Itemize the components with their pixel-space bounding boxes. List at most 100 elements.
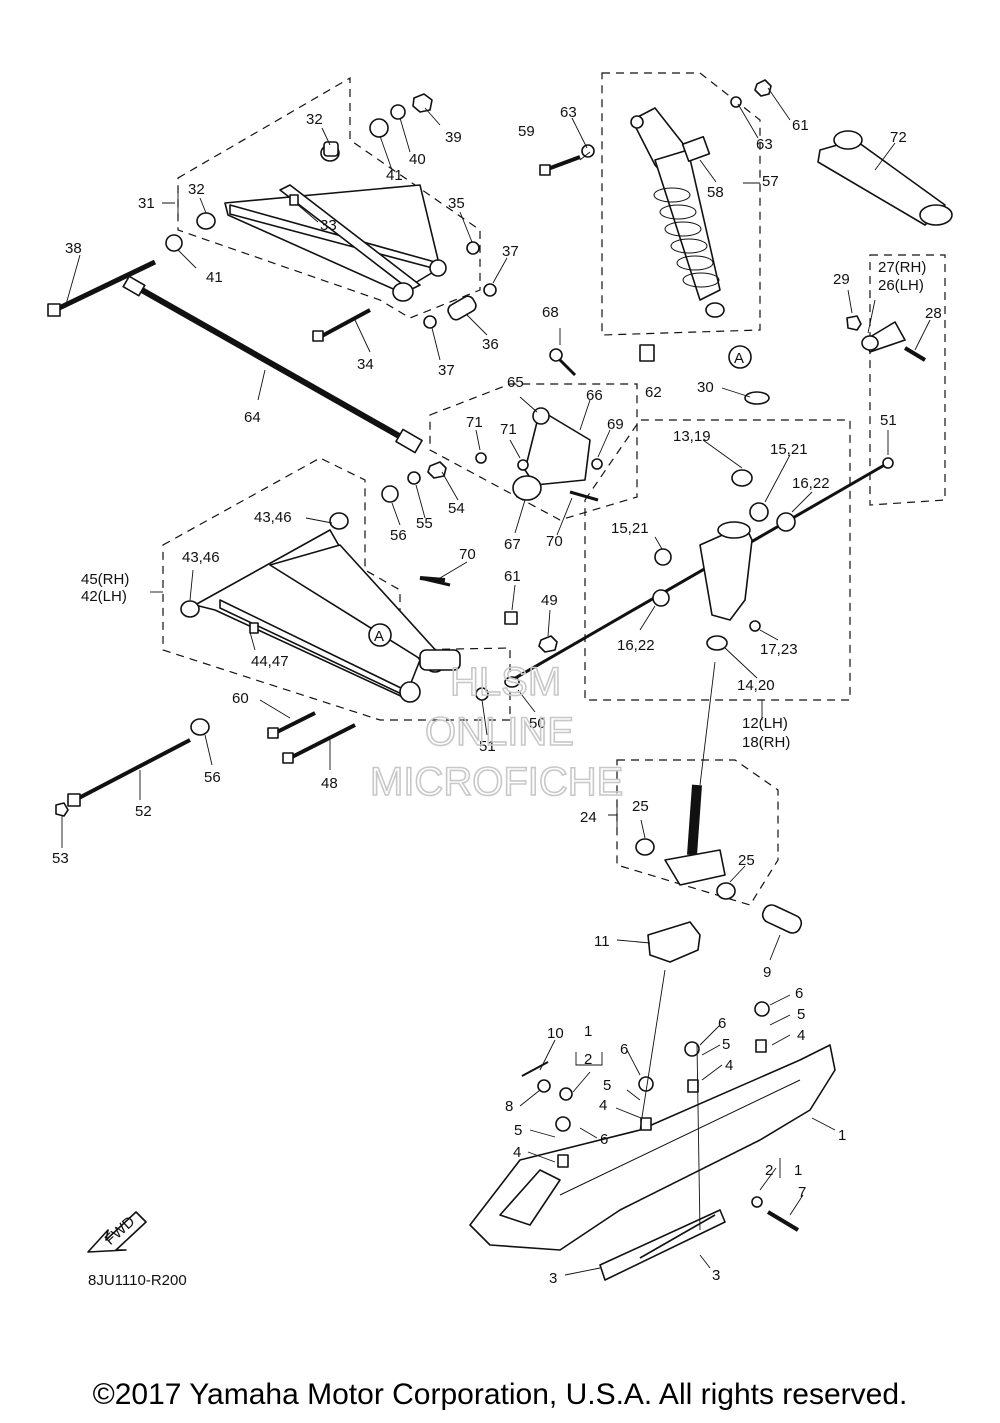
callout-52: 52 xyxy=(135,803,152,820)
callout-12-lh: 12(LH) xyxy=(742,715,788,732)
callout-3-left: 3 xyxy=(549,1270,557,1287)
callout-1-right: 1 xyxy=(838,1127,846,1144)
group-outlines xyxy=(162,72,946,906)
callout-2-bottom: 2 xyxy=(765,1162,773,1179)
callout-55: 55 xyxy=(416,515,433,532)
callout-41-top: 41 xyxy=(386,167,403,184)
callout-32-left: 32 xyxy=(188,181,205,198)
stabilizer-link xyxy=(419,348,603,587)
callout-43-46-top: 43,46 xyxy=(254,509,292,526)
callout-61-lower: 61 xyxy=(504,568,521,585)
callout-50: 50 xyxy=(529,715,546,732)
callout-45-rh: 45(RH) xyxy=(81,571,129,588)
callout-51-right: 51 xyxy=(880,412,897,429)
callout-31: 31 xyxy=(138,195,155,212)
section-marker-lower: A xyxy=(368,623,392,647)
callout-15-21-left: 15,21 xyxy=(611,520,649,537)
callout-6-a: 6 xyxy=(795,985,803,1002)
parts: A A FWD xyxy=(47,79,953,1281)
callout-16-22-left: 16,22 xyxy=(617,637,655,654)
callout-29: 29 xyxy=(833,271,850,288)
callout-14-20: 14,20 xyxy=(737,677,775,694)
callout-25-right: 25 xyxy=(738,852,755,869)
callout-68: 68 xyxy=(542,304,559,321)
upper-a-arm xyxy=(196,141,447,302)
callout-34: 34 xyxy=(357,356,374,373)
callout-16-22-right: 16,22 xyxy=(792,475,830,492)
steering-arm-small xyxy=(846,315,927,362)
callout-49: 49 xyxy=(541,592,558,609)
watermark-line-3: MICROFICHE xyxy=(370,760,623,804)
callout-43-46-left: 43,46 xyxy=(182,549,220,566)
fwd-arrow-icon: FWD xyxy=(87,1211,147,1253)
callout-5-a: 5 xyxy=(797,1006,805,1023)
callout-36: 36 xyxy=(482,336,499,353)
callout-1-top: 1 xyxy=(584,1023,592,1040)
callout-63-right: 63 xyxy=(756,136,773,153)
ski-spindle xyxy=(635,784,803,934)
leader-lines xyxy=(61,87,931,1276)
callout-7: 7 xyxy=(798,1184,806,1201)
callout-6-b: 6 xyxy=(718,1015,726,1032)
callout-60: 60 xyxy=(232,690,249,707)
callout-4-b: 4 xyxy=(725,1057,733,1074)
callout-38: 38 xyxy=(65,240,82,257)
ski-damper xyxy=(647,921,701,963)
spindle-group-outline xyxy=(616,759,779,906)
callout-67: 67 xyxy=(504,536,521,553)
steering-arm xyxy=(817,130,953,226)
callout-40: 40 xyxy=(409,151,426,168)
callout-27-rh: 27(RH) xyxy=(878,259,926,276)
callout-64: 64 xyxy=(244,409,261,426)
callout-70-right: 70 xyxy=(546,533,563,550)
callout-6-c: 6 xyxy=(620,1041,628,1058)
callout-24: 24 xyxy=(580,809,597,826)
callout-10: 10 xyxy=(547,1025,564,1042)
svg-text:A: A xyxy=(374,628,384,645)
callout-33: 33 xyxy=(320,217,337,234)
callout-53: 53 xyxy=(52,850,69,867)
callout-62: 62 xyxy=(645,384,662,401)
callout-9: 9 xyxy=(763,964,771,981)
callout-25-left: 25 xyxy=(632,798,649,815)
upper-hardware xyxy=(47,93,497,342)
callout-4-c: 4 xyxy=(599,1097,607,1114)
callout-37-bottom: 37 xyxy=(438,362,455,379)
callout-72: 72 xyxy=(890,129,907,146)
callout-4-d: 4 xyxy=(513,1144,521,1161)
callout-39: 39 xyxy=(445,129,462,146)
callout-26-lh: 26(LH) xyxy=(878,277,924,294)
callout-13-19: 13,19 xyxy=(673,428,711,445)
callout-18-rh: 18(RH) xyxy=(742,734,790,751)
watermark-line-2: ONLINE xyxy=(425,710,574,754)
upper-arm-group-outline xyxy=(177,76,481,319)
copyright-notice: ©2017 Yamaha Motor Corporation, U.S.A. A… xyxy=(92,1378,908,1411)
callout-32-top: 32 xyxy=(306,111,323,128)
callout-65: 65 xyxy=(507,374,524,391)
long-shaft xyxy=(122,275,423,454)
callout-5-b: 5 xyxy=(722,1036,730,1053)
callout-4-a: 4 xyxy=(797,1027,805,1044)
section-marker-upper: A xyxy=(728,345,752,369)
callout-51-bottom: 51 xyxy=(479,738,496,755)
callout-57: 57 xyxy=(762,173,779,190)
callout-17-23: 17,23 xyxy=(760,641,798,658)
callout-54: 54 xyxy=(448,500,465,517)
callout-42-lh: 42(LH) xyxy=(81,588,127,605)
callout-58: 58 xyxy=(707,184,724,201)
callout-30: 30 xyxy=(697,379,714,396)
callout-48: 48 xyxy=(321,775,338,792)
callout-70-left: 70 xyxy=(459,546,476,563)
lower-a-arm xyxy=(180,512,461,703)
housing-group-outline xyxy=(584,419,851,701)
callout-1-bottom: 1 xyxy=(794,1162,802,1179)
callout-41-left: 41 xyxy=(206,269,223,286)
callout-44-47: 44,47 xyxy=(251,653,289,670)
ski xyxy=(469,1001,836,1281)
watermark: HLSM ONLINE MICROFICHE xyxy=(369,659,624,805)
callout-63-left: 63 xyxy=(560,104,577,121)
callout-labels: 1 1 1 2 2 3 3 4 4 4 4 5 5 5 5 6 6 6 6 7 … xyxy=(52,104,942,1287)
callout-15-21-top: 15,21 xyxy=(770,441,808,458)
callout-61-top: 61 xyxy=(792,117,809,134)
callout-56-top: 56 xyxy=(390,527,407,544)
